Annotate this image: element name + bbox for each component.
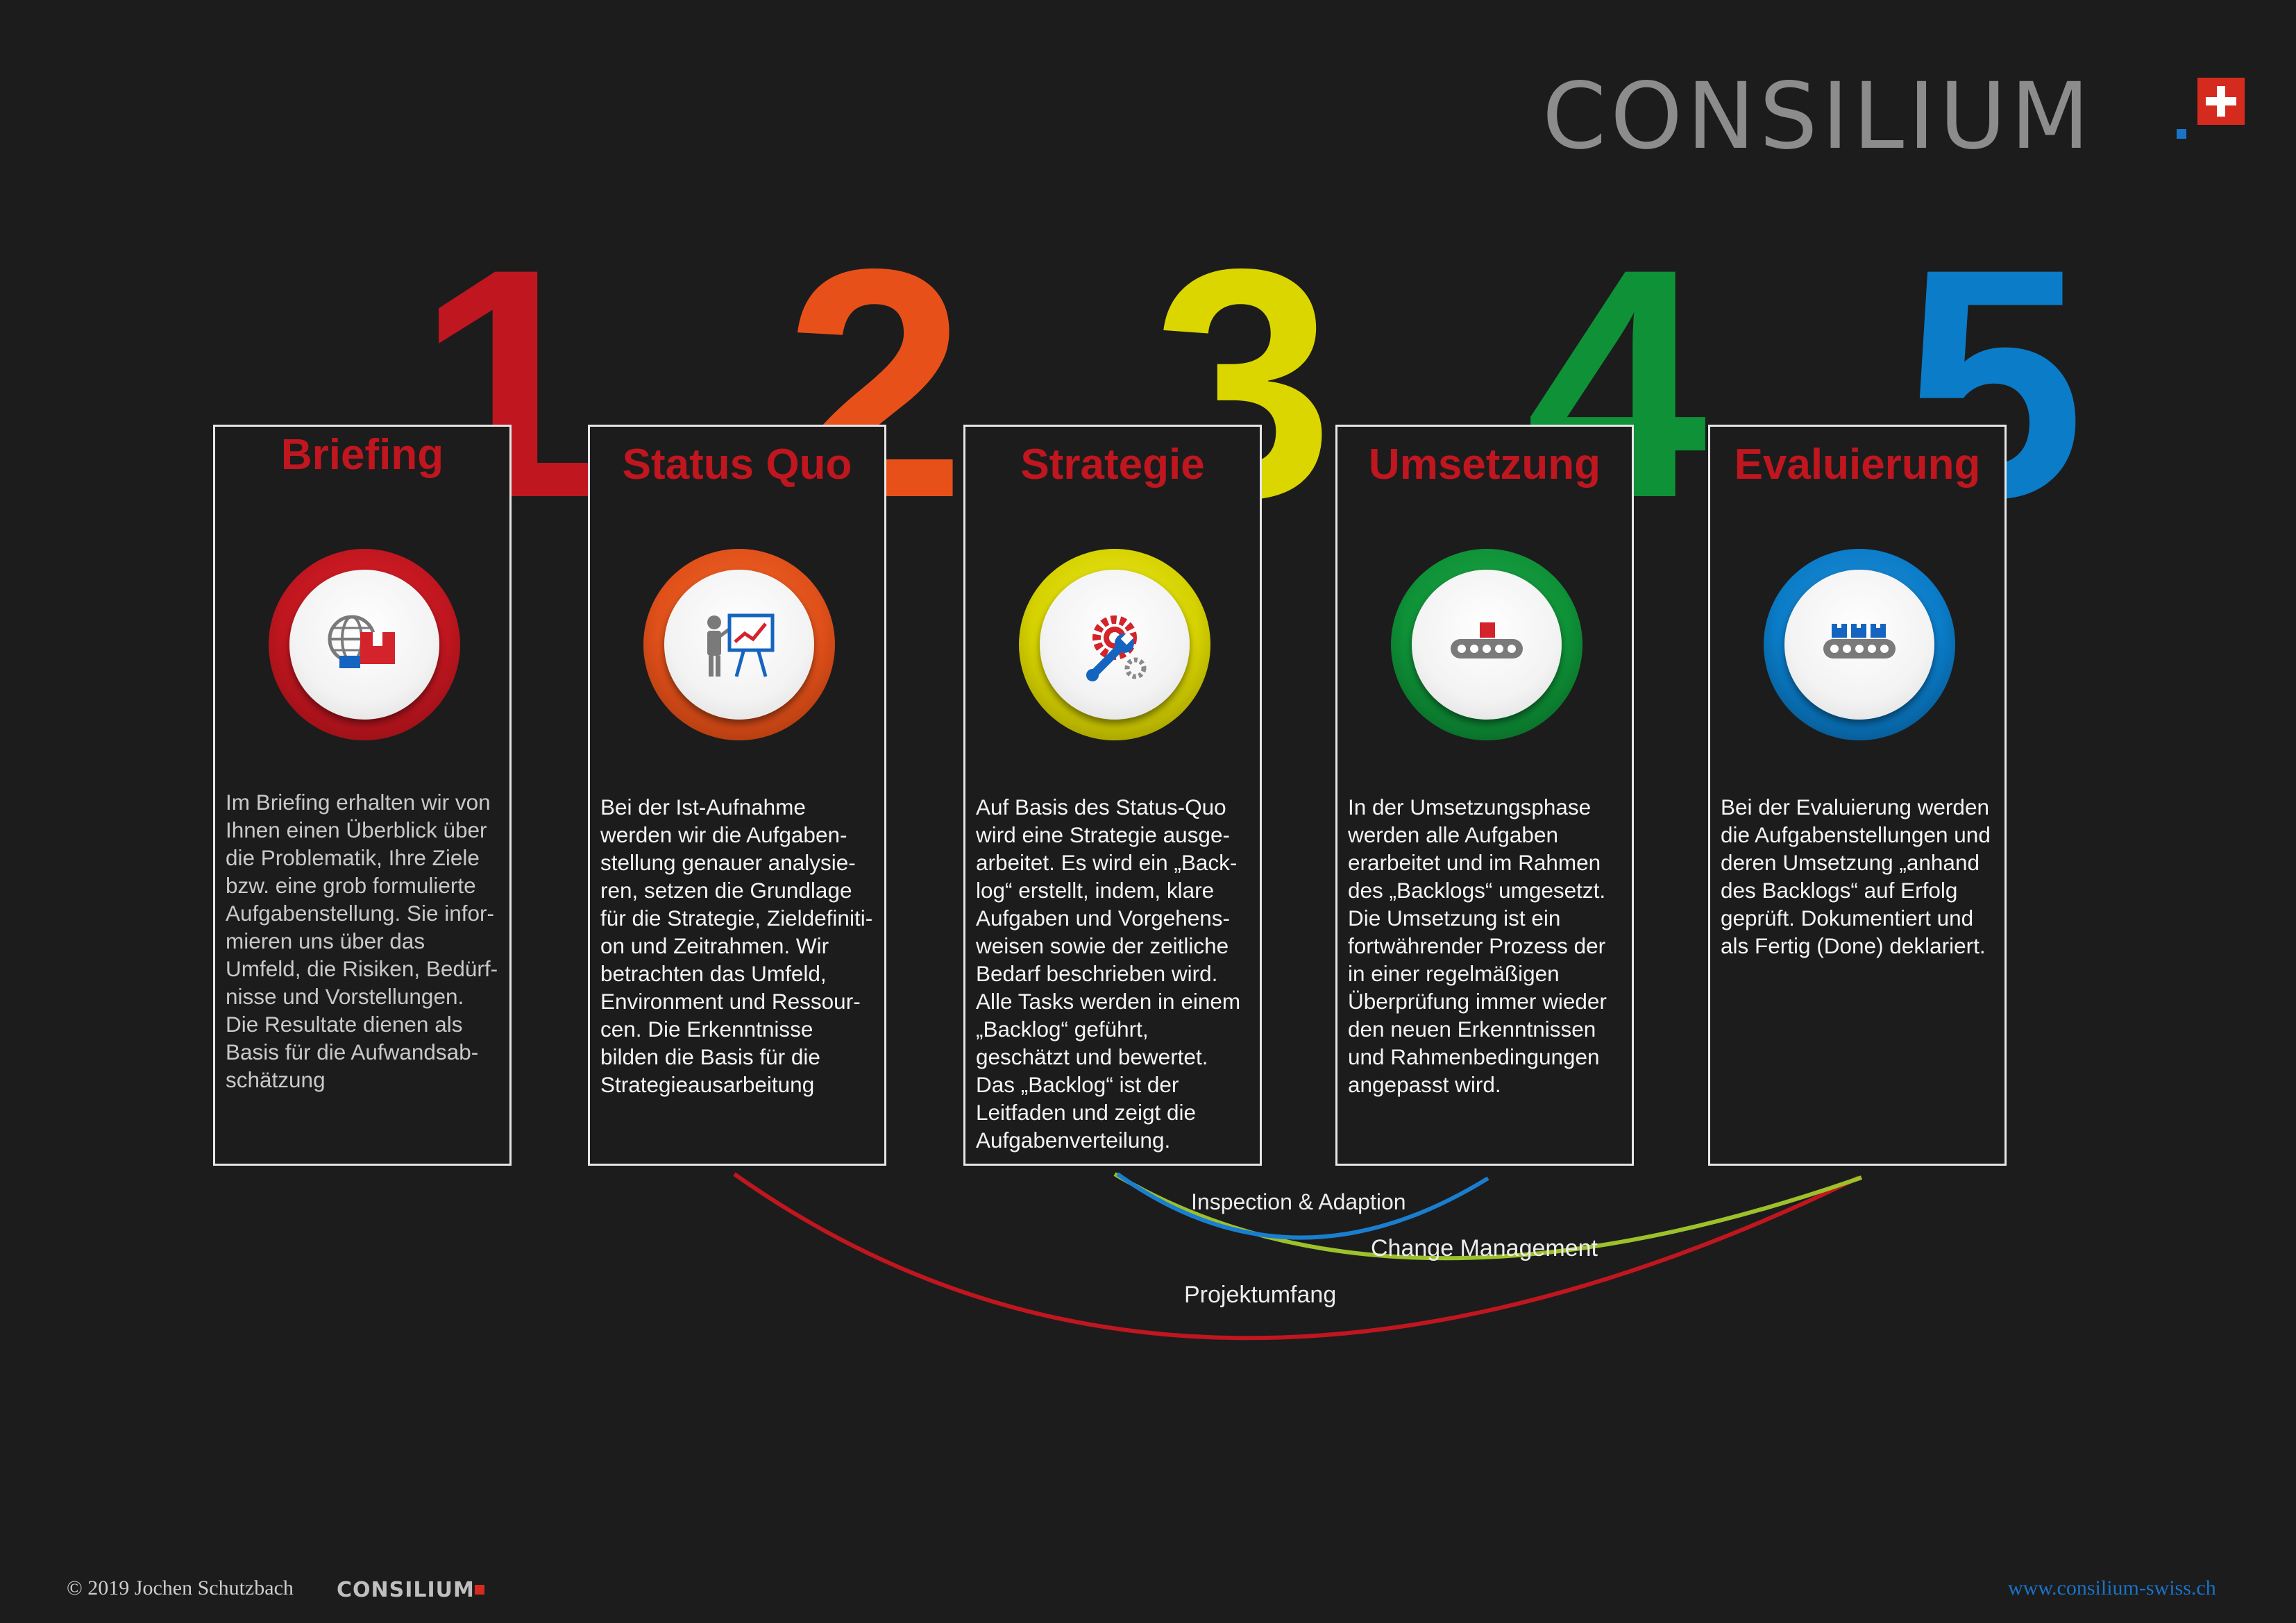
step-icon-ring — [269, 549, 460, 740]
step-description: Auf Basis des Status-Quo wird eine Strat… — [976, 794, 1241, 1153]
presentation-icon — [707, 613, 775, 677]
footer-logo: CONSILIUM — [337, 1578, 475, 1602]
arc-change-management — [1113, 1172, 1862, 1261]
footer-copyright: © 2019 Jochen Schutzbach — [67, 1577, 294, 1599]
step-title: Umsetzung — [1368, 441, 1601, 488]
step-card-umsetzung: Umsetzung In der Umsetzungsphase werden … — [1335, 425, 1634, 1166]
footer-website-link[interactable]: www.consilium-swiss.ch — [2008, 1577, 2216, 1599]
step-title: Strategie — [1020, 441, 1205, 488]
step-icon-ring — [1019, 549, 1210, 740]
arc-projektumfang — [733, 1172, 1860, 1341]
step-description: Bei der Evaluierung werden die Aufgabens… — [1721, 794, 1991, 958]
step-description: In der Umsetzungsphase werden alle Aufga… — [1348, 794, 1607, 1097]
arc-label-change: Change Management — [1371, 1235, 1598, 1261]
step-icon-ring — [643, 549, 835, 740]
arc-label-inspection: Inspection & Adaption — [1191, 1189, 1406, 1214]
step-description: Bei der Ist-Aufnahme werden wir die Aufg… — [600, 794, 873, 1097]
arc-label-projektumfang: Projektumfang — [1184, 1282, 1337, 1308]
brand-logo: CONSILIUM — [1542, 63, 2094, 170]
swiss-flag-icon — [2197, 78, 2245, 125]
step-icon-ring — [1764, 549, 1955, 740]
step-description: Im Briefing erhalten wir von Ihnen einen… — [226, 790, 498, 1092]
conveyor-boxes-icon — [1823, 624, 1896, 658]
step-card-strategie: Strategie Auf Basis des Status-Quo wird … — [963, 425, 1262, 1166]
globe-box-icon — [328, 615, 395, 668]
step-card-status-quo: Status Quo Bei der Ist-Aufnahme werden w… — [588, 425, 886, 1166]
step-title: Briefing — [280, 431, 444, 479]
step-title: Evaluierung — [1734, 441, 1981, 488]
conveyor-single-icon — [1451, 622, 1523, 658]
step-card-evaluierung: Evaluierung Bei der Evaluierung werden d… — [1708, 425, 2007, 1166]
step-icon-ring — [1391, 549, 1582, 740]
arc-inspection-adaption — [1116, 1172, 1489, 1240]
footer-flag-icon — [475, 1585, 484, 1595]
step-card-briefing: Briefing Im Briefing erhalten wir von Ih… — [213, 425, 512, 1166]
step-title: Status Quo — [622, 441, 852, 488]
logo-dot — [2177, 129, 2186, 139]
gear-wrench-icon — [1086, 615, 1147, 681]
